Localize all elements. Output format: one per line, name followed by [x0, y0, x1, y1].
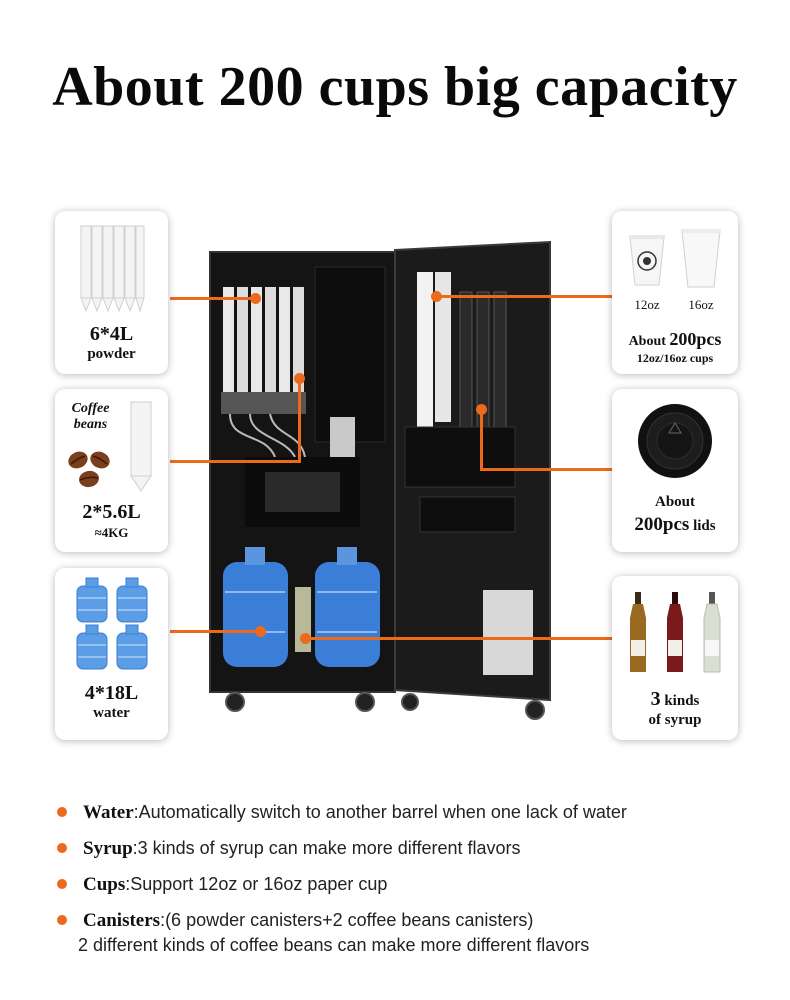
connector-powder	[170, 297, 255, 300]
paper-cup-12oz-icon	[629, 235, 665, 286]
connector-lids-v	[480, 409, 483, 470]
card-cups: 12oz 16oz About 200pcs 12oz/16oz cups	[612, 211, 738, 374]
bean-canister-icon	[130, 401, 152, 492]
feature-text: :3 kinds of syrup can make more differen…	[132, 838, 521, 858]
connector-dot-powder	[250, 293, 261, 304]
card-powder: 6*4L powder	[55, 211, 168, 374]
feature-key: Syrup	[83, 838, 133, 859]
syrup-bottles-icon	[630, 592, 721, 673]
cup-size-12oz: 12oz	[634, 297, 660, 312]
cups-count: 200pcs	[669, 329, 722, 349]
connector-lids-h	[480, 468, 612, 471]
feature-canisters: Canisters:(6 powder canisters+2 coffee b…	[55, 908, 755, 957]
lids-count: 200pcs	[634, 514, 690, 535]
cup-lid-icon	[638, 404, 712, 478]
connector-beans-h	[170, 460, 300, 463]
feature-text: :Support 12oz or 16oz paper cup	[125, 874, 388, 894]
feature-water: Water:Automatically switch to another ba…	[55, 800, 755, 825]
beans-caption-line2: beans	[73, 417, 108, 432]
paper-cup-16oz-icon	[681, 229, 721, 288]
cup-size-16oz: 16oz	[688, 297, 714, 312]
feature-text: :Automatically switch to another barrel …	[133, 802, 627, 822]
connector-dot-water	[255, 626, 266, 637]
beans-amount: 2*5.6L	[82, 501, 141, 523]
cups-sub: 12oz/16oz cups	[636, 351, 714, 365]
connector-dot-beans	[294, 373, 305, 384]
feature-key: Cups	[83, 874, 126, 895]
connector-cups	[436, 295, 612, 298]
card-coffee-beans: Coffee beans 2*5.6L ≈4KG	[55, 389, 168, 552]
syrup-label: of syrup	[648, 712, 702, 728]
beans-caption-line1: Coffee	[71, 401, 110, 416]
powder-canisters	[221, 287, 306, 414]
feature-key: Canisters	[83, 910, 161, 931]
bullet-dot	[57, 879, 67, 889]
syrup-count: 3	[650, 688, 661, 710]
card-syrup: 3 kinds of syrup	[612, 576, 738, 740]
lids-suffix: lids	[689, 518, 716, 534]
bullet-dot	[57, 843, 67, 853]
connector-dot-syrup	[300, 633, 311, 644]
connector-syrup	[305, 637, 612, 640]
feature-text-line2: 2 different kinds of coffee beans can ma…	[78, 935, 590, 955]
coffee-beans-icon	[68, 451, 110, 488]
water-label: water	[93, 705, 130, 721]
feature-key: Water	[83, 802, 134, 823]
connector-beans-v	[298, 378, 301, 463]
water-bottle-icon	[76, 577, 147, 670]
card-water: 4*18L water	[55, 568, 168, 740]
vending-machine-illustration	[209, 240, 551, 720]
feature-cups: Cups:Support 12oz or 16oz paper cup	[55, 872, 755, 897]
feature-syrup: Syrup:3 kinds of syrup can make more dif…	[55, 836, 755, 861]
syrup-kinds: kinds	[660, 693, 700, 709]
water-amount: 4*18L	[84, 682, 139, 704]
feature-list: Water:Automatically switch to another ba…	[55, 800, 755, 968]
lids-about: About	[654, 494, 695, 510]
beans-weight: ≈4KG	[94, 525, 129, 540]
powder-canister-icon	[79, 225, 145, 313]
feature-text: :(6 powder canisters+2 coffee beans cani…	[160, 910, 534, 930]
page-title: About 200 cups big capacity	[52, 56, 738, 118]
connector-dot-lids	[476, 404, 487, 415]
connector-water	[170, 630, 260, 633]
cups-about: About	[628, 334, 670, 349]
bullet-dot	[57, 915, 67, 925]
card-lids: About 200pcs lids	[612, 389, 738, 552]
connector-dot-cups	[431, 291, 442, 302]
cup-stack	[417, 272, 507, 433]
bullet-dot	[57, 807, 67, 817]
powder-label: powder	[87, 346, 136, 362]
powder-amount: 6*4L	[89, 323, 134, 345]
